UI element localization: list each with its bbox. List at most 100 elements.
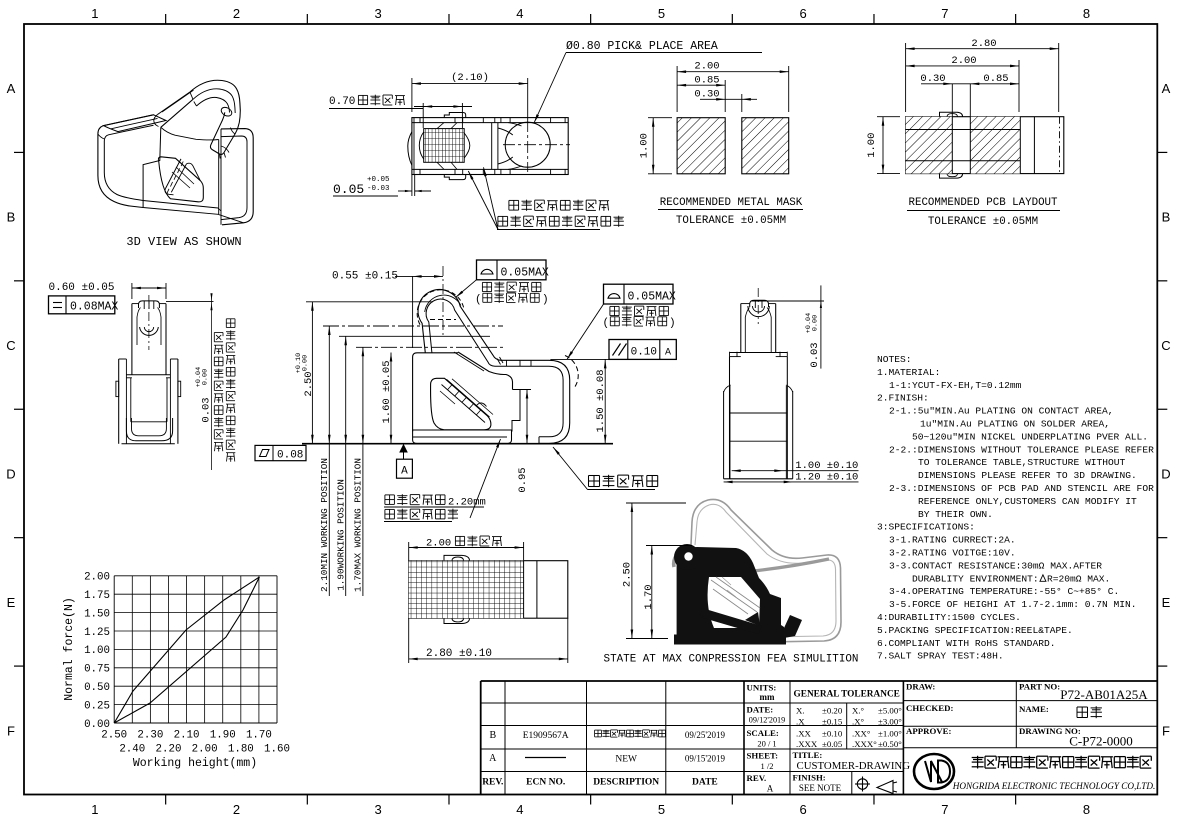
- svg-text:±3.00°: ±3.00°: [878, 717, 902, 727]
- svg-text:1.80: 1.80: [228, 744, 254, 756]
- svg-text:E: E: [1162, 595, 1171, 610]
- svg-text:1.00: 1.00: [866, 133, 878, 158]
- svg-text:0.25: 0.25: [84, 700, 110, 712]
- svg-text:HONGRIDA ELECTRONIC TECHNOLOGY: HONGRIDA ELECTRONIC TECHNOLOGY CO,LTD.: [952, 781, 1156, 791]
- svg-text:±5.00°: ±5.00°: [878, 706, 902, 716]
- svg-text:+0.04: +0.04: [195, 367, 203, 387]
- svg-text:5: 5: [658, 802, 665, 817]
- svg-text:D: D: [6, 466, 15, 481]
- svg-text:1.60: 1.60: [264, 744, 290, 756]
- svg-text:2: 2: [233, 802, 240, 817]
- svg-text:DATE: DATE: [692, 778, 718, 788]
- svg-text:4:DURABILITY:1500 CYCLES.: 4:DURABILITY:1500 CYCLES.: [877, 612, 1021, 623]
- svg-text:E: E: [7, 595, 16, 610]
- svg-text:1u″MIN.Au PLATING ON SOLDER AR: 1u″MIN.Au PLATING ON SOLDER AREA,: [920, 419, 1110, 430]
- svg-text:0.00: 0.00: [302, 355, 310, 371]
- svg-text:0.30: 0.30: [694, 89, 719, 101]
- svg-text:.X: .X: [796, 717, 805, 727]
- svg-text:0.05MAX: 0.05MAX: [501, 266, 549, 279]
- svg-text:7: 7: [941, 6, 948, 21]
- svg-text:Ø0.80 PICK& PLACE AREA: Ø0.80 PICK& PLACE AREA: [566, 40, 718, 53]
- svg-text:1: 1: [91, 802, 98, 817]
- svg-text:mm: mm: [760, 692, 775, 702]
- svg-text:5: 5: [658, 6, 665, 21]
- svg-text:GENERAL TOLERANCE: GENERAL TOLERANCE: [794, 690, 900, 700]
- svg-text:F: F: [1162, 723, 1170, 738]
- svg-text:1.25: 1.25: [84, 627, 110, 639]
- svg-text:0.95: 0.95: [517, 467, 529, 492]
- svg-text:0.00: 0.00: [84, 719, 110, 731]
- svg-text:.X°: .X°: [852, 717, 865, 727]
- svg-text:SEE NOTE: SEE NOTE: [799, 783, 842, 793]
- svg-text:2.00: 2.00: [951, 55, 976, 67]
- svg-text:2: 2: [233, 6, 240, 21]
- svg-text:STATE AT MAX CONPRESSION FEA S: STATE AT MAX CONPRESSION FEA SIMULITION: [604, 654, 859, 666]
- svg-text:0.55 ±0.15: 0.55 ±0.15: [332, 271, 398, 283]
- svg-text:TO TOLERANCE TABLE,STRUCTURE W: TO TOLERANCE TABLE,STRUCTURE WITHOUT: [918, 457, 1126, 468]
- svg-text:NEW: NEW: [615, 754, 637, 764]
- svg-text:APPROVE:: APPROVE:: [906, 726, 952, 736]
- svg-text:NOTES:: NOTES:: [877, 354, 912, 365]
- svg-text:E1909567A: E1909567A: [523, 731, 569, 741]
- svg-text:2.20: 2.20: [156, 744, 182, 756]
- svg-text:0.00: 0.00: [202, 369, 210, 385]
- svg-text:3D VIEW AS SHOWN: 3D VIEW AS SHOWN: [126, 235, 241, 249]
- svg-text:CUSTOMER-DRAWING: CUSTOMER-DRAWING: [797, 760, 911, 772]
- svg-text:0.05MAX: 0.05MAX: [628, 291, 676, 304]
- svg-text:1.50: 1.50: [84, 608, 110, 620]
- svg-text:2.80: 2.80: [971, 38, 996, 50]
- svg-text:2.00: 2.00: [694, 61, 719, 73]
- svg-text:(2.10): (2.10): [451, 72, 489, 84]
- svg-text:X.: X.: [796, 706, 805, 716]
- svg-text:0.05: 0.05: [333, 182, 364, 197]
- svg-text:ECN NO.: ECN NO.: [526, 778, 565, 788]
- svg-text:C: C: [6, 338, 15, 353]
- svg-text:DIMENSIONS PLEASE REFER TO 3D: DIMENSIONS PLEASE REFER TO 3D DRAWING.: [918, 470, 1137, 481]
- svg-text:1.00 ±0.10: 1.00 ±0.10: [795, 460, 858, 472]
- svg-text:3:SPECIFICATIONS:: 3:SPECIFICATIONS:: [877, 522, 975, 533]
- svg-text:3-1.RATING CURRECT:2A.: 3-1.RATING CURRECT:2A.: [889, 535, 1016, 546]
- svg-text:2-3.:DIMENSIONS OF PCB PAD AND: 2-3.:DIMENSIONS OF PCB PAD AND STENCIL A…: [889, 483, 1154, 494]
- svg-text:REFERENCE ONLY,CUSTOMERS CAN M: REFERENCE ONLY,CUSTOMERS CAN MODIFY IT: [918, 496, 1137, 507]
- svg-text:A: A: [665, 348, 671, 359]
- svg-text:B: B: [7, 210, 16, 225]
- svg-text:1.00: 1.00: [84, 645, 110, 657]
- svg-text:1.75: 1.75: [84, 590, 110, 602]
- svg-text:A: A: [767, 784, 774, 794]
- svg-text:REV.: REV.: [482, 778, 503, 788]
- svg-text:50~120u″MIN NICKEL UNDERPLATIN: 50~120u″MIN NICKEL UNDERPLATING PVER ALL…: [912, 431, 1148, 442]
- svg-text:.XXX: .XXX: [796, 739, 818, 749]
- svg-text:+0.04: +0.04: [805, 313, 813, 333]
- svg-text:A: A: [401, 466, 408, 478]
- svg-text:+0.10: +0.10: [295, 353, 303, 373]
- svg-text:DURABLITY ENVIRONMENT:: DURABLITY ENVIRONMENT:: [912, 573, 1039, 584]
- svg-text:B: B: [1162, 210, 1171, 225]
- svg-text:2-1.:5u″MIN.Au PLATING ON CONT: 2-1.:5u″MIN.Au PLATING ON CONTACT AREA,: [889, 406, 1114, 417]
- svg-text:1.20 ±0.10: 1.20 ±0.10: [795, 472, 858, 484]
- svg-text:1.MATERIAL:: 1.MATERIAL:: [877, 367, 940, 378]
- svg-text:PART NO:: PART NO:: [1019, 682, 1060, 692]
- svg-text:B: B: [489, 730, 496, 741]
- svg-text:1: 1: [91, 6, 98, 21]
- svg-text:±0.50°: ±0.50°: [878, 739, 902, 749]
- svg-text:P72-AB01A25A: P72-AB01A25A: [1060, 687, 1148, 702]
- svg-text:±1.00°: ±1.00°: [878, 729, 902, 739]
- svg-text:0.08: 0.08: [277, 450, 303, 462]
- svg-text:0.10: 0.10: [631, 347, 657, 359]
- svg-text:0.03: 0.03: [201, 397, 213, 422]
- svg-text:TOLERANCE ±0.05MM: TOLERANCE ±0.05MM: [928, 216, 1038, 228]
- svg-text:±0.15: ±0.15: [822, 717, 843, 727]
- svg-text:X.°: X.°: [852, 706, 865, 716]
- svg-text:UNITS:: UNITS:: [747, 683, 777, 693]
- svg-text:0.75: 0.75: [84, 664, 110, 676]
- svg-text:6: 6: [800, 802, 807, 817]
- svg-text:): ): [669, 318, 676, 330]
- svg-text:A: A: [1162, 81, 1171, 96]
- svg-text:FINISH:: FINISH:: [793, 773, 826, 783]
- svg-text:8: 8: [1083, 802, 1090, 817]
- svg-text:1.60 ±0.05: 1.60 ±0.05: [381, 360, 393, 423]
- svg-text:SHEET:: SHEET:: [747, 751, 779, 761]
- svg-text:1.50 ±0.08: 1.50 ±0.08: [595, 369, 607, 432]
- svg-text:2.80 ±0.10: 2.80 ±0.10: [426, 648, 492, 660]
- svg-text:2.00: 2.00: [426, 538, 451, 550]
